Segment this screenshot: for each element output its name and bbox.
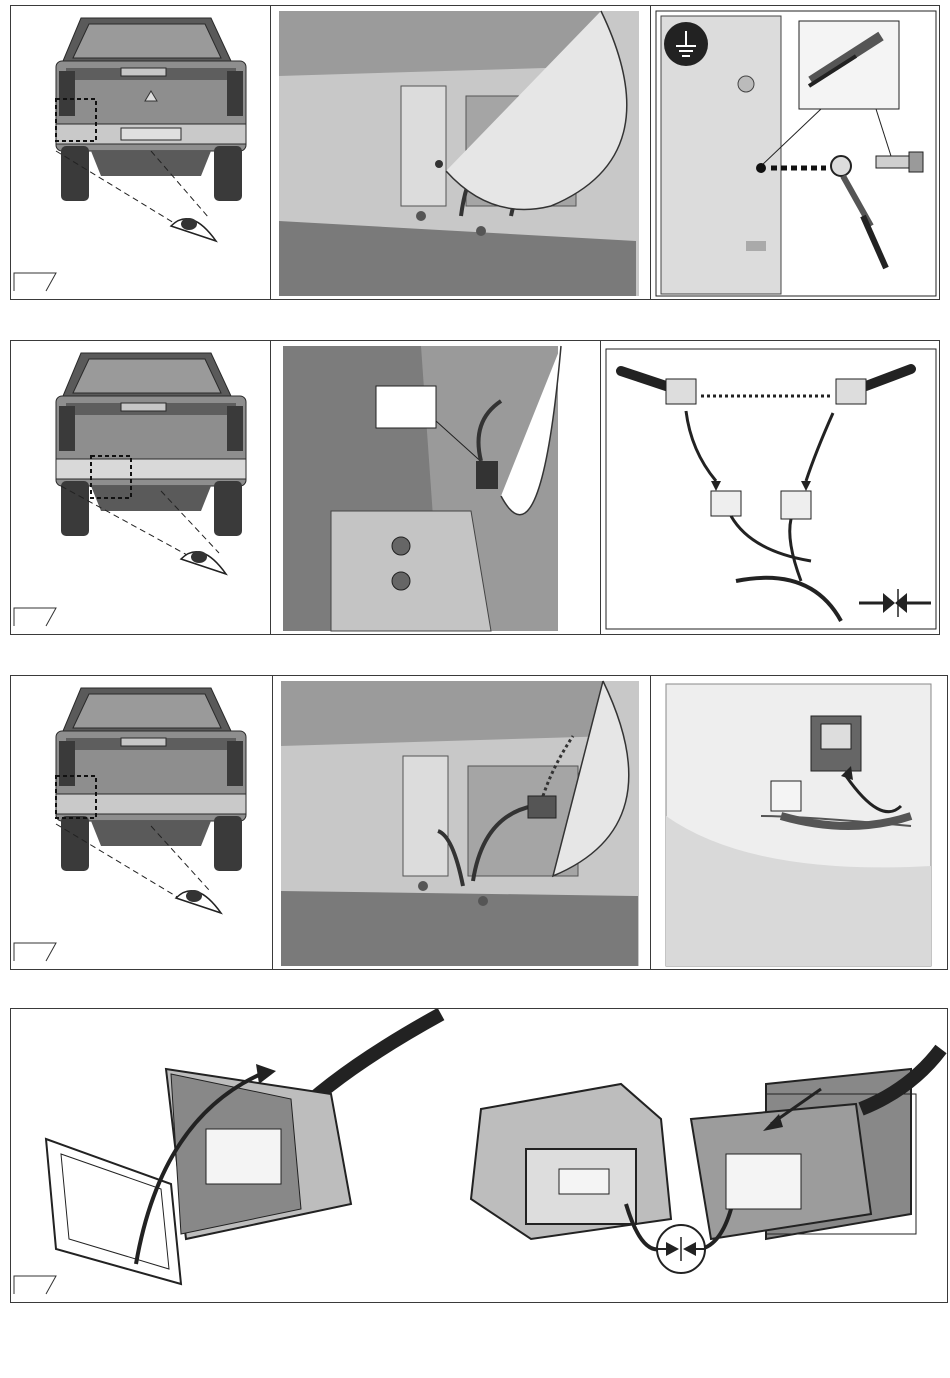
socket-under-bumper-illustration: [651, 676, 949, 971]
truck-rear-illustration: [11, 676, 273, 971]
viewer-eye-icon: [176, 890, 221, 913]
step-2-connector-detail-panel: [601, 341, 941, 634]
step-2-frame: [10, 340, 940, 635]
step-1-truck-panel: [11, 6, 271, 299]
step-number-tab: [14, 608, 56, 626]
step-number-tab: [14, 943, 56, 961]
truck-body: [56, 353, 246, 536]
truck-body: [56, 18, 246, 201]
viewer-eye-icon: [171, 218, 216, 241]
wire-brush-icon: [799, 21, 899, 109]
socket-connection-illustration: [11, 1009, 949, 1304]
step-3-socket-panel: [651, 676, 949, 969]
frame-ground-point-illustration: [271, 6, 651, 301]
socket-pins-right: [726, 1154, 801, 1209]
ground-symbol-icon: [664, 22, 708, 66]
step-3-frame-detail-panel: [273, 676, 651, 969]
truck-rear-illustration: [11, 6, 271, 301]
ground-hole: [756, 163, 766, 173]
connector-splice-illustration: [601, 341, 941, 636]
step-1-frame: [10, 5, 940, 300]
module-to-socket-connection: [471, 1049, 941, 1273]
harness-routing-illustration: [273, 676, 651, 971]
connector-plug: [476, 461, 498, 489]
socket-cap: [771, 781, 801, 811]
harness-plug-right: [781, 491, 811, 519]
ground-cable-attach-illustration: [651, 6, 941, 301]
frame-connector-illustration: [271, 341, 601, 636]
harness-plug-left: [711, 491, 741, 516]
truck-body: [56, 688, 246, 871]
connect-arrows-icon: [656, 1225, 706, 1273]
step-number-tab: [14, 273, 56, 291]
step-1-ground-cable-panel: [651, 6, 941, 299]
step-2-frame-detail-panel: [271, 341, 601, 634]
socket-module: [528, 796, 556, 818]
truck-rear-illustration: [11, 341, 271, 636]
step-number-tab: [14, 1276, 56, 1294]
callout-label-box: [376, 386, 436, 428]
step-4-frame: [10, 1008, 948, 1303]
step-3-truck-panel: [11, 676, 273, 969]
step-1-frame-detail-panel: [271, 6, 651, 299]
viewer-eye-icon: [181, 551, 226, 574]
socket-pins: [206, 1129, 281, 1184]
ground-point: [435, 160, 443, 168]
step-2-truck-panel: [11, 341, 271, 634]
step-3-frame: [10, 675, 948, 970]
socket-cap-removal: [46, 1014, 441, 1284]
